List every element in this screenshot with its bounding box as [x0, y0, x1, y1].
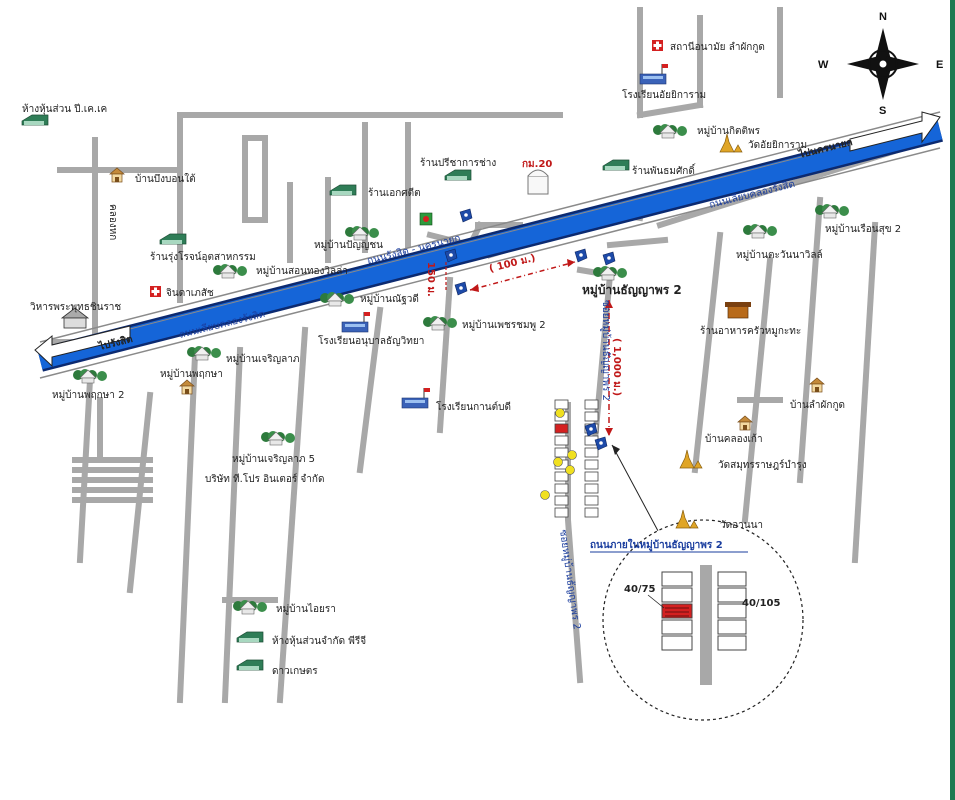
place-label: หมู่บ้านเพชรชมพู 2 — [462, 319, 546, 331]
landmarks: สถานีอนามัย ลำผักกูด โรงเรียนอัยยิการาม … — [21, 40, 901, 677]
inset-road-label: ถนนภายในหมู่บ้านธัญญาพร 2 — [590, 538, 723, 552]
pin-icon — [459, 208, 473, 223]
shop-icon — [236, 631, 264, 643]
minor-roads — [47, 7, 934, 704]
distance-150m-label: 150 ม. — [425, 262, 436, 297]
shop-sign-icon — [419, 212, 433, 226]
compass-n: N — [879, 11, 887, 23]
page-edge-strip — [950, 0, 955, 800]
place-label: หมู่บ้านไอยรา — [276, 603, 336, 615]
place-label: สถานีอนามัย ลำผักกูด — [670, 41, 765, 53]
shop-icon — [444, 169, 472, 181]
target-village-icon — [592, 265, 628, 281]
distance-1000m-label: ( 1,000 ม.) — [611, 338, 622, 396]
place-label: ร้านรุ่งโรจน์อุตสาหกรรม — [150, 250, 256, 263]
place-label: ห้างหุ้นส่วนจำกัด พีรีจี — [272, 635, 366, 647]
village-icon — [344, 225, 380, 241]
school-icon — [639, 63, 669, 85]
temple-icon — [675, 509, 699, 529]
place-label: หมู่บ้านณัฐวดี — [360, 293, 419, 305]
target-pin-icon — [602, 251, 616, 266]
school-icon — [341, 311, 371, 333]
place-label: หมู่บ้านปัญญชน — [314, 239, 383, 251]
inset-map: ถนนภายในหมู่บ้านธัญญาพร 2 40/75 40/105 — [590, 519, 804, 721]
place-label: หมู่บ้านพฤกษา 2 — [52, 389, 124, 401]
shop-icon — [602, 159, 630, 171]
km-marker: กม.20 — [522, 159, 552, 195]
place-label: บ้านลำผักกูด — [790, 399, 845, 411]
target-village-label: หมู่บ้านธัญญาพร 2 — [582, 283, 682, 298]
village-icon — [232, 599, 268, 615]
village-icon — [742, 223, 778, 239]
arrow-left-icon — [34, 325, 131, 368]
restaurant-icon — [725, 302, 751, 319]
place-label: หมู่บ้านสอนทองวิลล่า — [256, 265, 348, 277]
compass-s: S — [879, 105, 886, 117]
place-label: โรงเรียนอัยยิการาม — [622, 88, 706, 101]
place-label: หมู่บ้านเจริญลาภ 5 — [232, 453, 315, 465]
compass-rose: N S W E — [818, 11, 943, 117]
health-station-icon — [652, 40, 663, 51]
inset-plot-left: 40/75 — [624, 584, 656, 595]
temple-building-icon — [60, 307, 90, 329]
place-label: วัดสมุทรราษฎร์บำรุง — [718, 459, 807, 471]
place-label: วิหารพระพุทธชินราช — [30, 302, 122, 313]
place-label: หมู่บ้านตะวันนาวิลล์ — [736, 249, 823, 261]
village-icon — [422, 315, 458, 331]
road-soi-b: ซอยหมู่บ้านธัญญาพร 2 — [557, 529, 583, 631]
place-label: หมู่บ้านกิตติพร — [697, 125, 761, 137]
distance-1000m: ( 1,000 ม.) — [605, 300, 622, 436]
place-label: ห้างหุ้นส่วน ปี.เค.เค — [22, 103, 107, 115]
school-icon — [401, 387, 431, 409]
place-label: ร้านอาหารครัวหมูกะทะ — [700, 325, 801, 337]
place-label: บริษัท ที.โปร อินเตอร์ จำกัด — [205, 472, 324, 485]
road-soi-a: ซอยหมู่บ้านธัญญาพร 2 — [600, 300, 612, 401]
place-label: ร้านปรีชาการช่าง — [420, 157, 496, 169]
shop-icon — [329, 184, 357, 196]
shop-icon — [159, 233, 187, 245]
road-khlong-hok: คลองหก — [107, 204, 118, 240]
place-label: บ้านบึงบอนใต้ — [135, 173, 196, 185]
place-label: หมู่บ้านพฤกษา — [160, 368, 223, 380]
compass-w: W — [818, 59, 829, 71]
village-icon — [319, 291, 355, 307]
compass-e: E — [936, 59, 943, 71]
pharmacy-icon — [150, 286, 161, 297]
pin-icon — [454, 281, 468, 296]
place-label: วัดอานนา — [720, 520, 763, 531]
place-label: โรงเรียนกานต์บดี — [436, 400, 511, 413]
place-label: ดาวเกษตร — [272, 666, 318, 677]
place-label: วัดอัยยิการาม — [748, 140, 807, 151]
shop-icon — [236, 659, 264, 671]
village-icon — [212, 263, 248, 279]
village-icon — [72, 368, 108, 384]
place-label: หมู่บ้านเรือนสุข 2 — [825, 223, 901, 235]
place-label: ร้านเอกศตีต — [368, 187, 421, 199]
inset-plot-right: 40/105 — [742, 598, 780, 609]
place-label: บ้านคลองเก้า — [705, 433, 763, 445]
place-label: หมู่บ้านเจริญลาภ — [226, 353, 300, 365]
house-icon — [809, 377, 825, 393]
distance-150m: 150 ม. — [425, 262, 447, 297]
highway — [37, 111, 943, 379]
target-pin-icon — [574, 248, 588, 263]
village-icon — [652, 123, 688, 139]
distance-100m: ( 100 ม.) — [469, 253, 576, 292]
place-label: โรงเรียนอนุบาลธัญวิทยา — [318, 334, 424, 347]
house-icon — [737, 415, 753, 431]
km-marker-label: กม.20 — [522, 159, 552, 170]
plot-markers — [540, 408, 577, 500]
arrow-right-icon — [849, 111, 941, 152]
shop-icon — [21, 114, 49, 126]
place-label: ร้านพันธมศักดิ์ — [632, 163, 696, 177]
village-icon — [260, 430, 296, 446]
place-label: จินดาเภสัช — [166, 288, 214, 299]
